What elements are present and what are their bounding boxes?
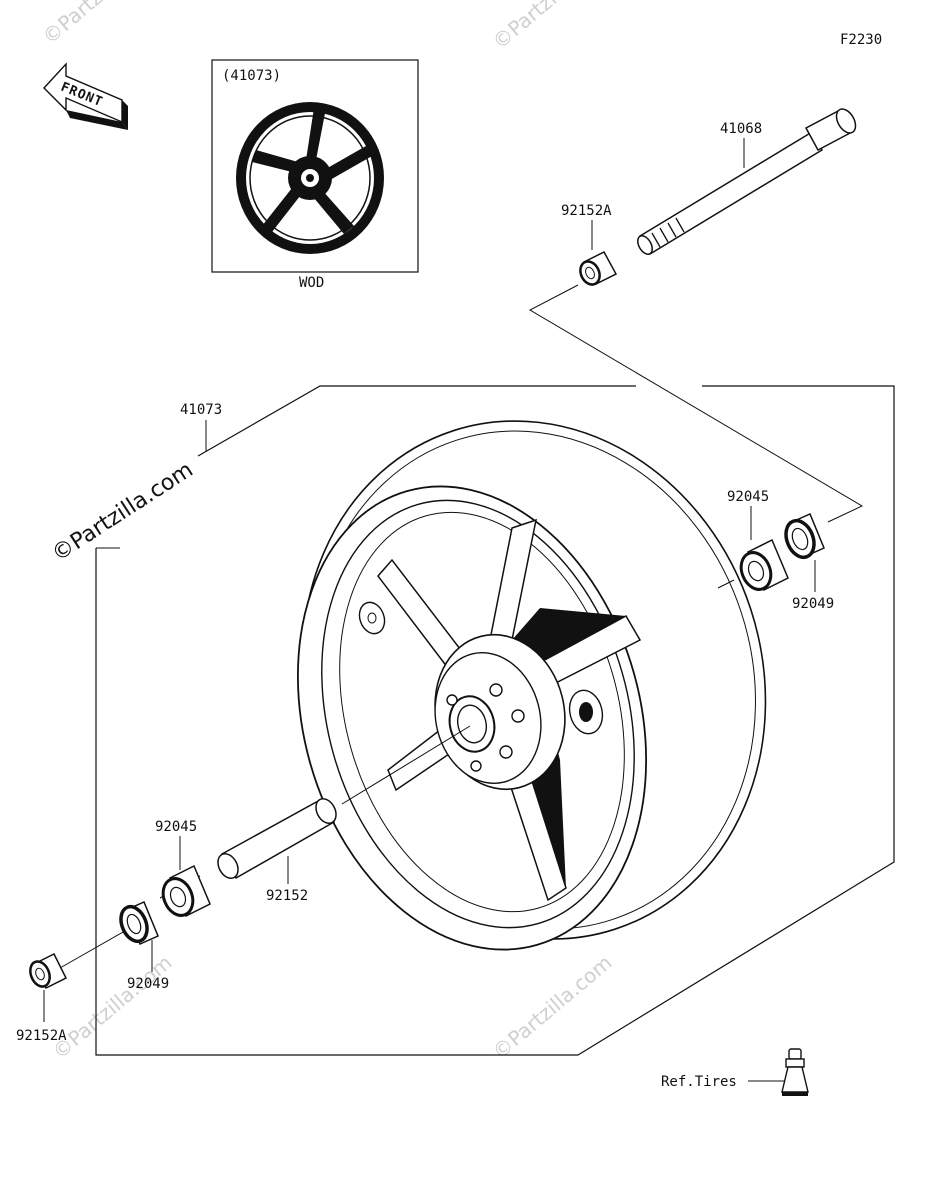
seal-92049-left [119, 901, 159, 945]
axle-41068 [637, 108, 857, 256]
inset-part-label: (41073) [222, 68, 281, 84]
label-seal-right: 92049 [792, 596, 834, 612]
bearing-92045-right [739, 538, 789, 592]
collar-92152a-top [579, 251, 618, 286]
collar-92152a-left [29, 952, 68, 990]
faint-watermark: ©Partzilla.com [38, 0, 167, 49]
front-arrow-icon: FRONT [43, 62, 128, 130]
main-wheel [296, 420, 767, 951]
inset-wheel-icon [236, 102, 384, 254]
label-axle: 41068 [720, 121, 762, 137]
figure-code: F2230 [840, 32, 882, 48]
inset-color-code: WOD [299, 275, 324, 291]
faint-watermark: ©Partzilla.com [488, 950, 617, 1064]
valve-stem-icon [781, 1048, 809, 1096]
label-wheel: 41073 [180, 402, 222, 418]
bearing-92045-left [161, 864, 211, 918]
seal-92049-right [784, 513, 825, 560]
label-bearing-right: 92045 [727, 489, 769, 505]
spacer-92152 [217, 798, 337, 880]
faint-watermark: ©Partzilla.com [488, 0, 617, 54]
label-seal-left: 92049 [127, 976, 169, 992]
label-collar-top: 92152A [561, 203, 612, 219]
label-ref-tires: Ref.Tires [661, 1074, 737, 1090]
inset-wheel-box: (41073) WOD [211, 59, 419, 291]
faint-watermark: ©Partzilla.com [48, 950, 177, 1064]
label-collar-left: 92152A [16, 1028, 67, 1044]
watermark: ©Partzilla.com [48, 457, 198, 567]
label-spacer: 92152 [266, 888, 308, 904]
label-bearing-left: 92045 [155, 819, 197, 835]
